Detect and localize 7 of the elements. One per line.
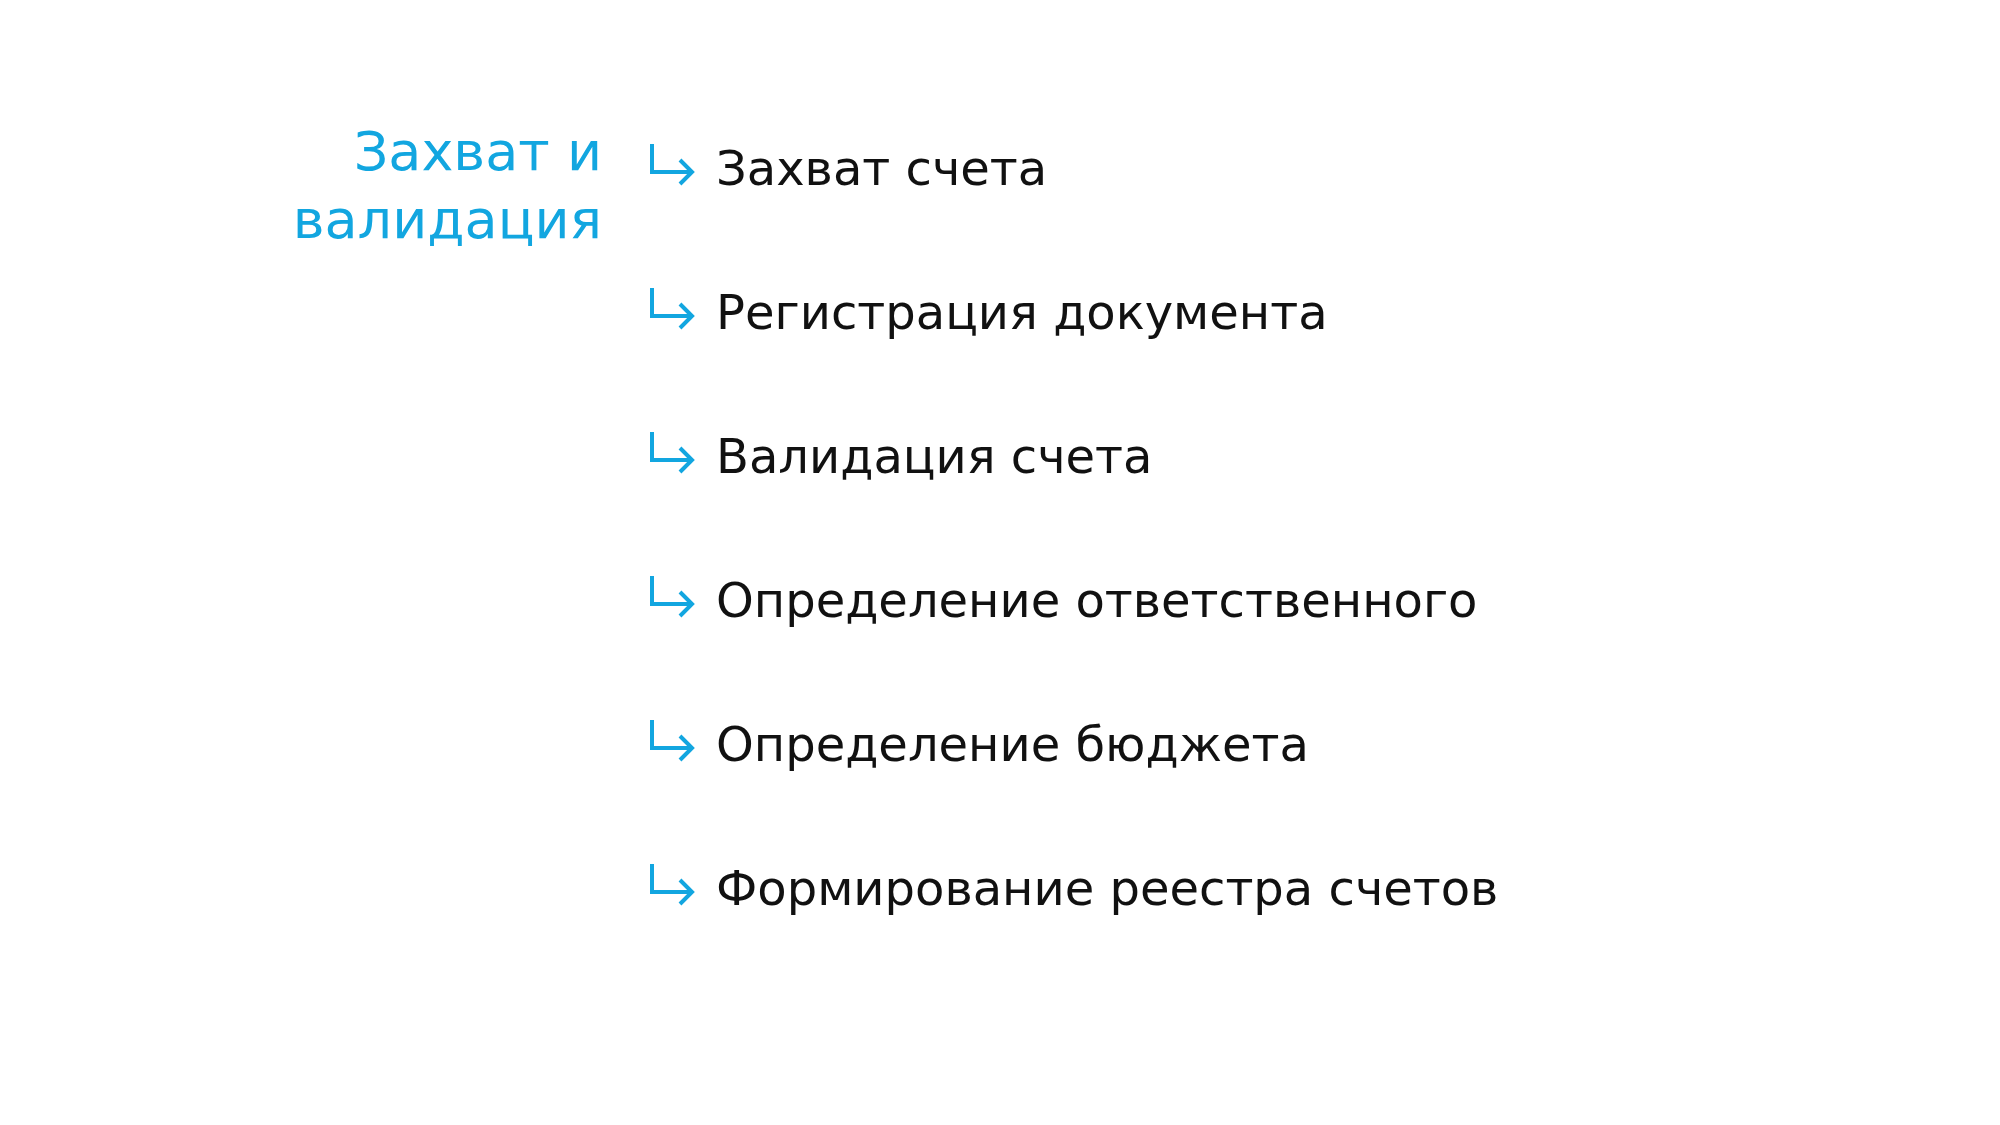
step-text: Захват счета [716, 139, 1048, 198]
step-text: Определение бюджета [716, 715, 1309, 774]
step-text: Регистрация документа [716, 283, 1328, 342]
section-heading: Захват и валидация [291, 119, 602, 253]
step-text: Формирование реестра счетов [716, 859, 1499, 918]
step-text: Валидация счета [716, 427, 1153, 486]
step-text: Определение ответственного [716, 571, 1478, 630]
